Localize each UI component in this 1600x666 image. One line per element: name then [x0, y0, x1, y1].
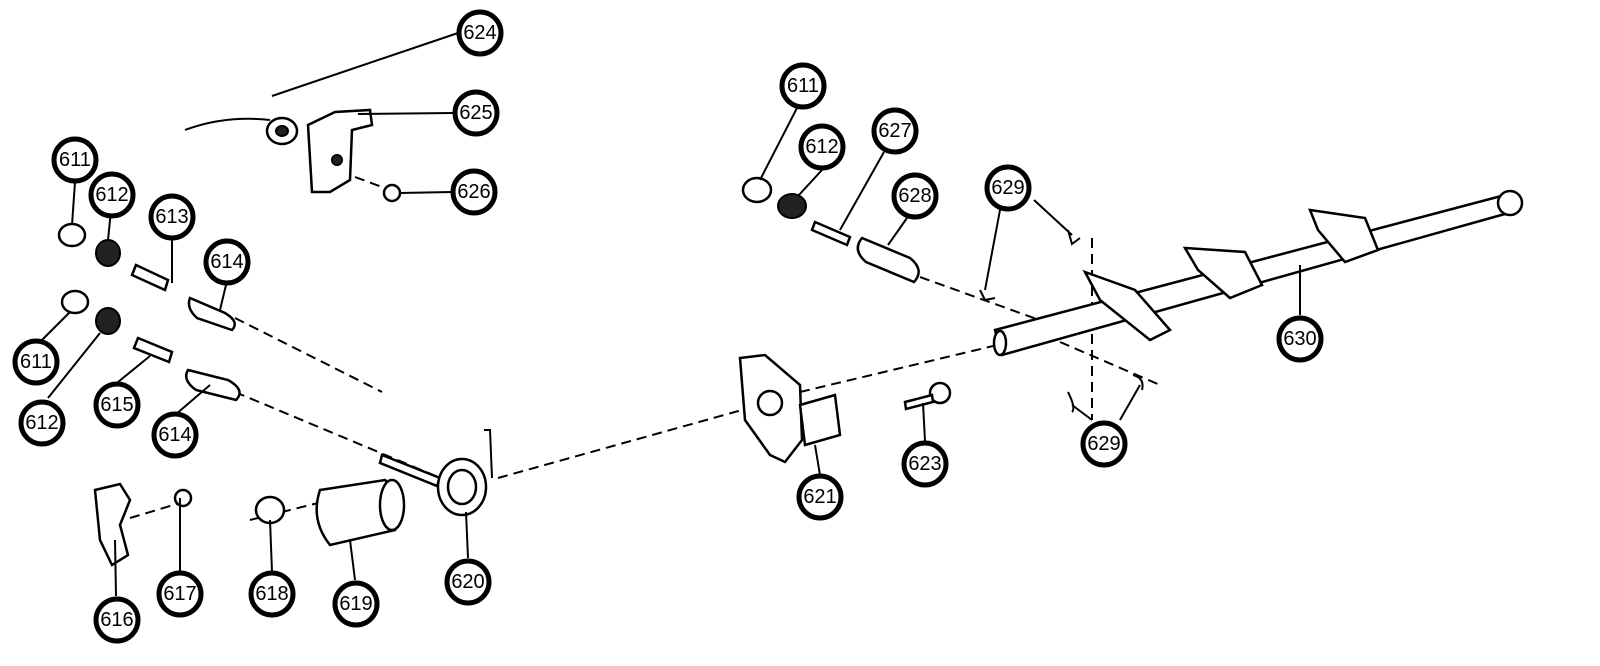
parts	[57, 108, 1524, 567]
callout-615: 615	[93, 381, 141, 429]
svg-text:628: 628	[898, 185, 931, 207]
callout-619: 619	[332, 580, 380, 628]
svg-text:620: 620	[451, 571, 484, 593]
callout-611-left-top: 611	[51, 136, 99, 184]
svg-text:625: 625	[459, 102, 492, 124]
callout-617: 617	[156, 570, 204, 618]
callout-624: 624	[456, 9, 504, 57]
callout-629-bottom: 629	[1080, 420, 1128, 468]
callout-618: 618	[248, 570, 296, 618]
callout-621: 621	[796, 473, 844, 521]
callout-616: 616	[93, 596, 141, 644]
callout-623: 623	[901, 440, 949, 488]
callout-612-left-bottom: 612	[18, 399, 66, 447]
svg-text:611: 611	[59, 149, 91, 171]
callout-630: 630	[1276, 315, 1324, 363]
svg-text:612: 612	[25, 412, 58, 434]
svg-text:619: 619	[339, 593, 372, 615]
callout-611-right: 611	[779, 62, 827, 110]
svg-text:629: 629	[1087, 433, 1120, 455]
svg-text:612: 612	[95, 184, 128, 206]
callout-626: 626	[450, 168, 498, 216]
svg-text:627: 627	[878, 120, 911, 142]
callout-613: 613	[148, 193, 196, 241]
callout-612-left-top: 612	[88, 171, 136, 219]
callout-611-left-bottom: 611	[12, 338, 60, 386]
svg-text:613: 613	[155, 206, 188, 228]
svg-text:624: 624	[463, 22, 496, 44]
callout-628: 628	[891, 172, 939, 220]
svg-text:611: 611	[787, 75, 819, 97]
svg-text:618: 618	[255, 583, 288, 605]
callout-614-upper: 614	[203, 238, 251, 286]
callout-leaders	[39, 32, 1301, 597]
svg-text:621: 621	[803, 486, 836, 508]
svg-text:612: 612	[805, 136, 838, 158]
callout-614-lower: 614	[151, 411, 199, 459]
svg-text:617: 617	[163, 583, 196, 605]
svg-text:626: 626	[457, 181, 490, 203]
svg-text:623: 623	[908, 453, 941, 475]
svg-text:616: 616	[100, 609, 133, 631]
svg-text:611: 611	[20, 351, 52, 373]
svg-text:629: 629	[991, 177, 1024, 199]
callout-627: 627	[871, 107, 919, 155]
svg-text:614: 614	[210, 251, 243, 273]
svg-text:615: 615	[100, 394, 133, 416]
callout-612-right: 612	[798, 123, 846, 171]
callout-625: 625	[452, 89, 500, 137]
callout-620: 620	[444, 558, 492, 606]
assembly-axes	[129, 176, 1161, 521]
svg-text:630: 630	[1283, 328, 1316, 350]
callout-629-top: 629	[984, 164, 1032, 212]
svg-text:614: 614	[158, 424, 191, 446]
